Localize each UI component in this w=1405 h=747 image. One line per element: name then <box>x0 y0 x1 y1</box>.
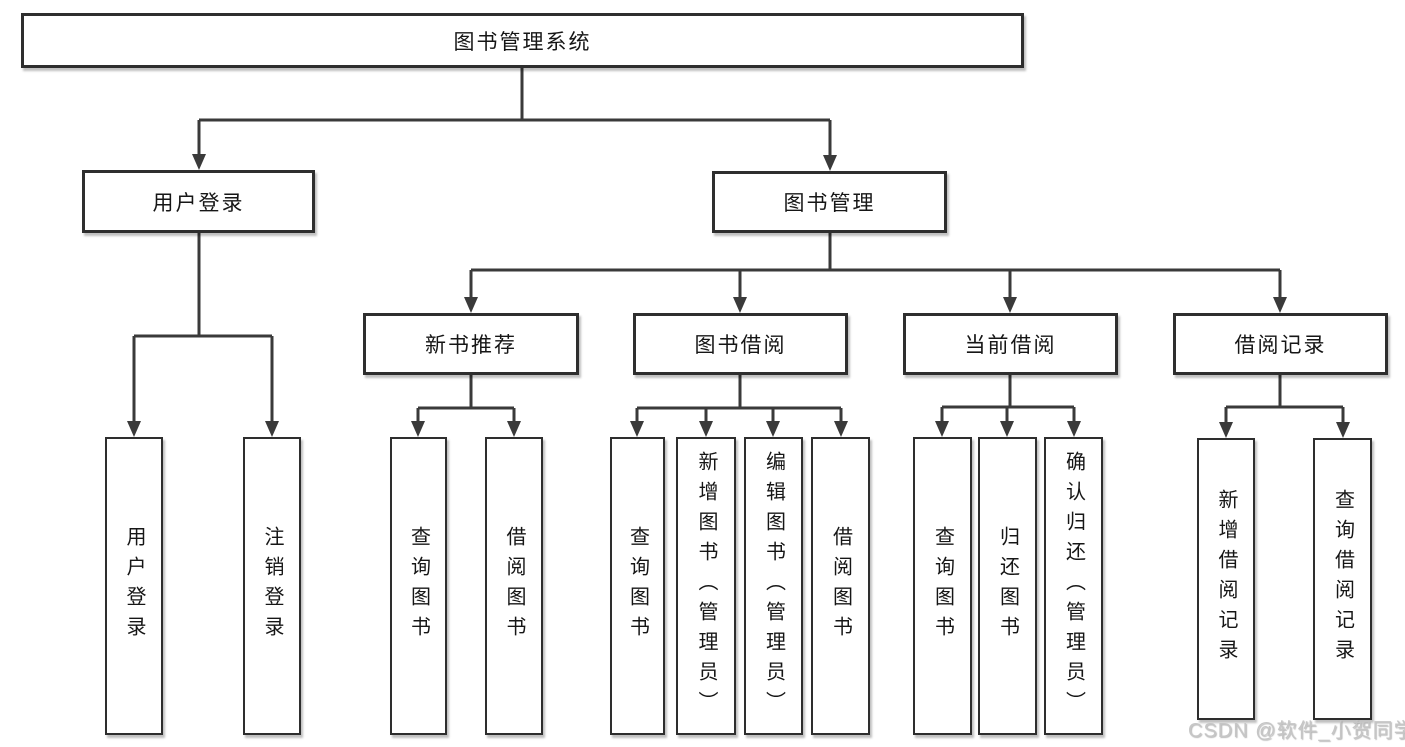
arrowheads <box>127 154 1350 438</box>
node-user-login: 用户登录 <box>82 170 315 233</box>
leaf-label: 确认归还（管理员） <box>1062 451 1085 721</box>
leaf-borrow-query-books: 查询图书 <box>610 437 665 735</box>
leaf-logout-label: 注销登录 <box>261 526 283 646</box>
leaf-recommend-borrow-books: 借阅图书 <box>485 437 543 735</box>
leaf-borrow-add-books-admin: 新增图书（管理员） <box>676 437 736 735</box>
leaf-current-return-books: 归还图书 <box>978 437 1037 735</box>
connector-login-to-leaves <box>132 233 274 424</box>
node-current-borrow: 当前借阅 <box>903 313 1118 375</box>
connector-borrow-to-leaves <box>635 375 843 424</box>
leaf-records-add-record: 新增借阅记录 <box>1197 438 1255 720</box>
connector-root-to-level2 <box>197 68 832 158</box>
leaf-label: 查询图书 <box>931 526 954 646</box>
connector-recommend-to-leaves <box>416 375 516 424</box>
leaf-label: 查询借阅记录 <box>1331 489 1354 669</box>
leaf-current-query-books: 查询图书 <box>913 437 972 735</box>
connector-mgmt-to-sections <box>469 233 1282 300</box>
leaf-label: 编辑图书（管理员） <box>762 451 785 721</box>
connector-records-to-leaves <box>1224 375 1345 425</box>
connector-current-to-leaves <box>940 375 1076 424</box>
leaf-label: 借阅图书 <box>829 526 852 646</box>
leaf-label: 新增图书（管理员） <box>695 451 717 721</box>
csdn-watermark: CSDN @软件_小贺同学 <box>1188 720 1405 742</box>
leaf-recommend-query-books: 查询图书 <box>390 437 447 735</box>
leaf-borrow-borrow-books: 借阅图书 <box>811 437 870 735</box>
leaf-records-query-record: 查询借阅记录 <box>1313 438 1372 720</box>
node-book-borrow: 图书借阅 <box>633 313 848 375</box>
node-borrow-records: 借阅记录 <box>1173 313 1388 375</box>
leaf-user-login: 用户登录 <box>105 437 163 735</box>
leaf-label: 借阅图书 <box>503 526 525 646</box>
leaf-borrow-edit-books-admin: 编辑图书（管理员） <box>744 437 803 735</box>
leaf-label: 查询图书 <box>626 526 649 646</box>
node-root: 图书管理系统 <box>21 13 1024 68</box>
leaf-label: 查询图书 <box>407 526 430 646</box>
leaf-current-confirm-return-admin: 确认归还（管理员） <box>1044 437 1103 735</box>
node-new-book-recommend: 新书推荐 <box>363 313 579 375</box>
node-book-mgmt: 图书管理 <box>712 171 947 233</box>
leaf-logout: 注销登录 <box>243 437 301 735</box>
leaf-label: 新增借阅记录 <box>1215 489 1237 669</box>
leaf-user-login-label: 用户登录 <box>123 526 145 646</box>
leaf-label: 归还图书 <box>996 526 1019 646</box>
